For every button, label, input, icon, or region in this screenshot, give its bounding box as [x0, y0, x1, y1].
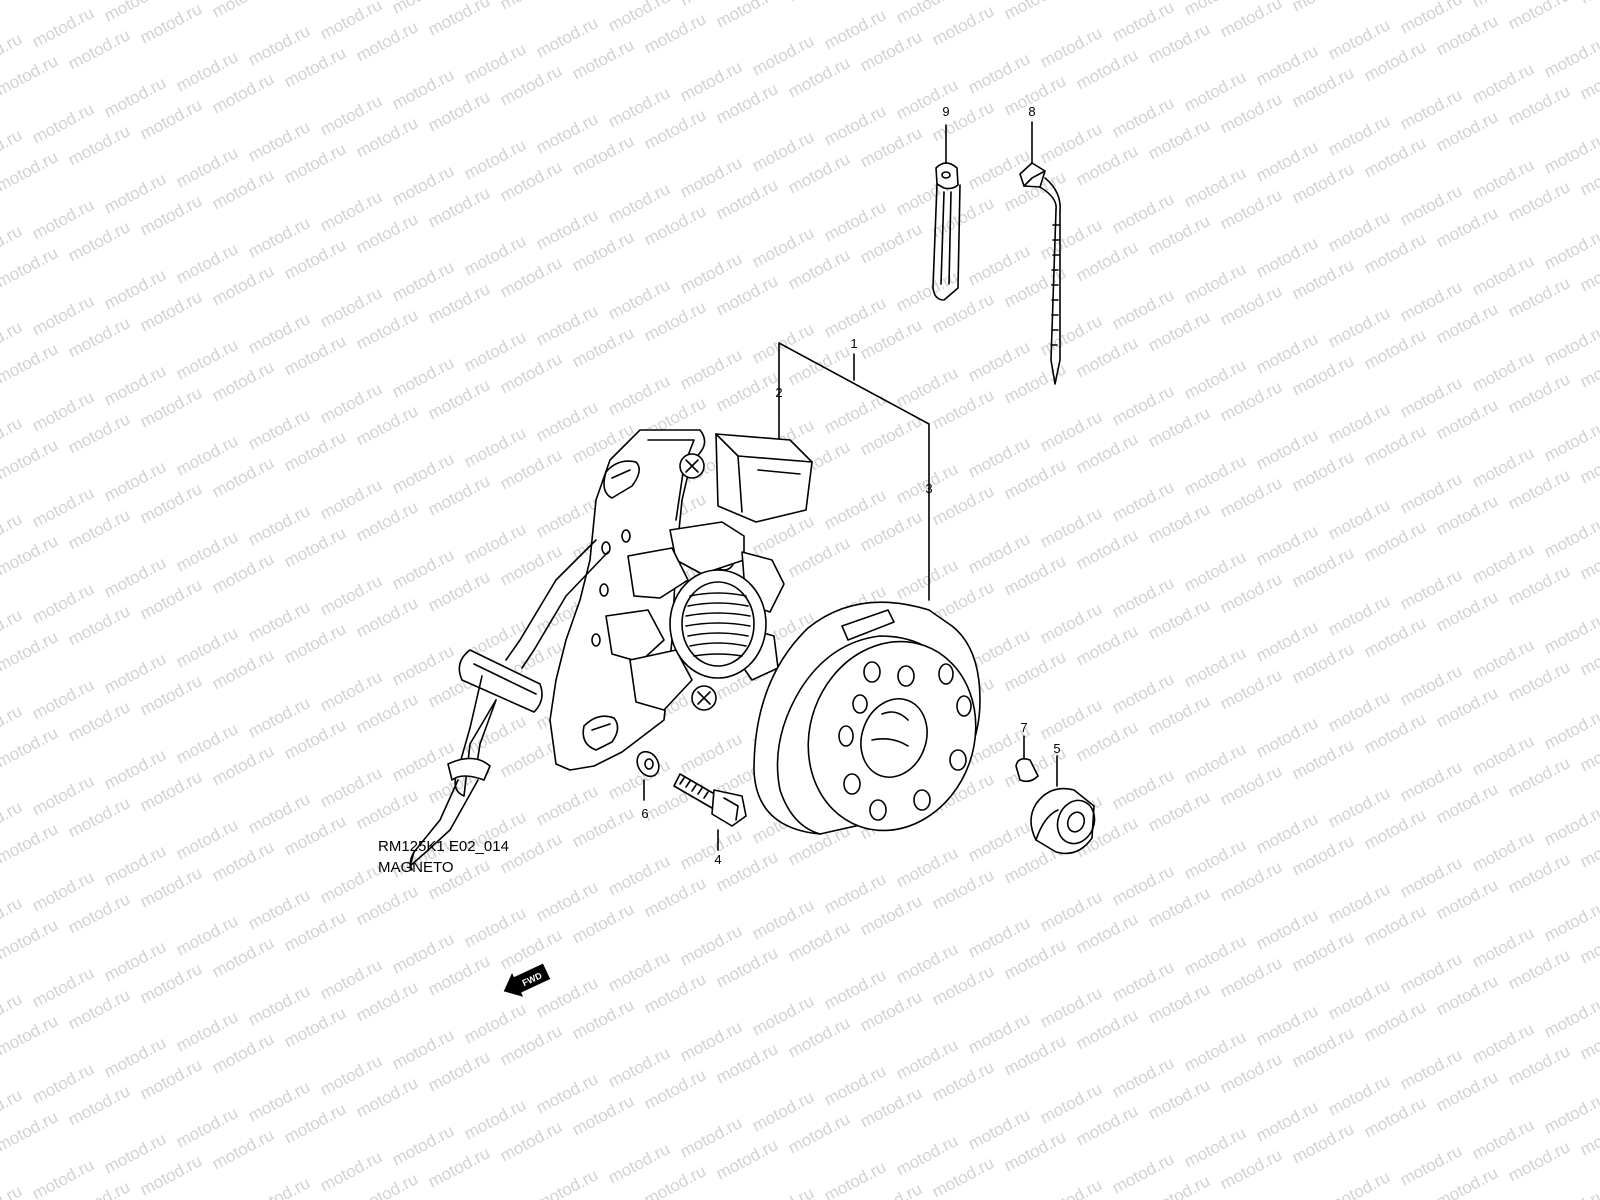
callout-5: 5 [1053, 741, 1060, 756]
diagram-title: MAGNETO [378, 859, 454, 876]
diagram-code: RM125K1 E02_014 [378, 838, 509, 855]
part-2-stator-assembly [409, 429, 813, 871]
part-9-clamp [932, 124, 961, 301]
part-5-nut [1030, 755, 1096, 855]
callouts: 9 8 1 2 3 7 5 6 4 [641, 104, 1060, 867]
callout-6: 6 [641, 806, 648, 821]
callout-7: 7 [1020, 720, 1027, 735]
callout-3: 3 [925, 481, 932, 496]
part-6-washer [636, 750, 660, 801]
fwd-arrow-icon: FWD [503, 963, 551, 997]
callout-4: 4 [714, 852, 721, 867]
assembly-bracket-leader [778, 342, 930, 601]
part-4-bolt [673, 773, 747, 851]
callout-8: 8 [1028, 104, 1035, 119]
part-8-cable-tie [1019, 121, 1062, 385]
callout-2: 2 [775, 385, 782, 400]
part-7-key [1015, 735, 1039, 783]
part-3-rotor [753, 601, 981, 835]
callout-9: 9 [942, 104, 949, 119]
callout-1: 1 [850, 336, 857, 351]
